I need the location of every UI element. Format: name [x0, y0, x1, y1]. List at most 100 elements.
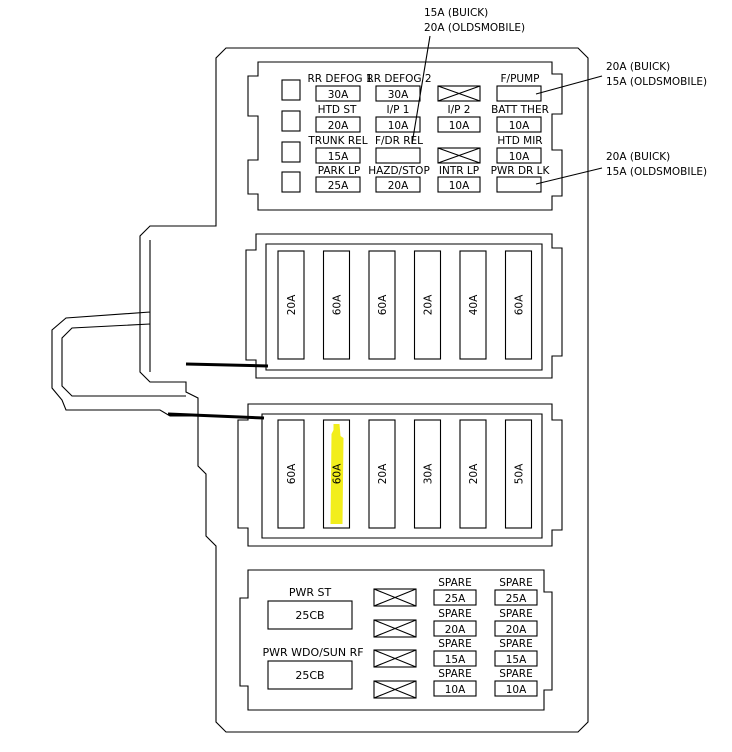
upper-fuse-panel: RR DEFOG 1 30A RR DEFOG 2 30A F/PUMP HTD… — [247, 61, 563, 211]
maxi-row-1-fuse-label-5: 40A — [468, 294, 480, 315]
fuse-box-ip-1 — [375, 116, 421, 133]
maxi-row-1-fuse-3 — [368, 250, 396, 360]
spare-label-c2-3: SPARE — [499, 638, 532, 650]
maxi-row-2-fuse-5 — [459, 419, 487, 529]
spare-box-c2-1 — [494, 589, 538, 606]
fuse-box-ip-2 — [437, 116, 481, 133]
spare-label-c2-1: SPARE — [499, 577, 532, 589]
relay-square-3 — [281, 141, 301, 163]
callout-pwrdr-buick: 20A (BUICK) — [606, 151, 670, 163]
spare-value-c2-1: 25A — [506, 593, 527, 605]
fuse-box-trunk-rel — [315, 147, 361, 164]
fuse-value-batt-ther: 10A — [509, 120, 530, 132]
maxi-row-1-fuse-label-3: 60A — [377, 294, 389, 315]
spare-empty-x-3-cross — [373, 649, 417, 668]
spare-label-c1-1: SPARE — [438, 577, 471, 589]
breaker-value-pwr-st: 25CB — [295, 609, 324, 622]
maxi-row-2-fuse-1 — [277, 419, 305, 529]
fuse-value-intr-lp: 10A — [449, 180, 470, 192]
maxi-row-1-fuse-1 — [277, 250, 305, 360]
fuse-value-ip-2: 10A — [449, 120, 470, 132]
fuse-value-park-lp: 25A — [328, 180, 349, 192]
fuse-label-pwr-dr-lk: PWR DR LK — [491, 165, 551, 177]
maxi-row-2-fuse-4 — [413, 419, 442, 529]
maxi-row-2-fuse-6 — [504, 419, 533, 529]
spare-box-c2-2 — [494, 620, 538, 637]
maxi-block-1-outline — [245, 233, 563, 379]
fuse-box-park-lp — [315, 176, 361, 193]
fuse-box-f-dr-rel — [375, 147, 421, 164]
spare-value-c2-4: 10A — [506, 684, 527, 696]
fuse-label-f-pump: F/PUMP — [501, 73, 540, 85]
callouts: 15A (BUICK) 20A (OLDSMOBILE) 20A (BUICK)… — [411, 7, 707, 185]
fuse-value-trunk-rel: 15A — [328, 151, 349, 163]
maxi-row-2-fuse-label-4: 30A — [423, 463, 435, 484]
spare-value-c2-3: 15A — [506, 654, 527, 666]
spare-value-c1-2: 20A — [445, 624, 466, 636]
housing-outline — [139, 47, 589, 733]
spare-label-c1-3: SPARE — [438, 638, 471, 650]
maxi-block-2-inner — [261, 413, 543, 539]
maxi-row-2-fuse-3 — [368, 419, 396, 529]
connector-outline — [51, 240, 198, 417]
fuse-box-htd-mir — [496, 147, 542, 164]
empty-slot-x-1-cross — [437, 85, 481, 102]
fuse-label-htd-mir: HTD MIR — [497, 135, 542, 147]
maxi-row-2-fuse-label-3: 20A — [377, 463, 389, 484]
fuse-value-hazd-stop: 20A — [388, 180, 409, 192]
connector-inner-outline — [61, 323, 186, 397]
fuse-box-batt-ther — [496, 116, 542, 133]
fuse-label-rr-defog-2: RR DEFOG 2 — [366, 73, 431, 85]
spare-box-c1-2 — [433, 620, 477, 637]
maxi-row-1-fuse-4 — [413, 250, 442, 360]
highlight-marker — [330, 424, 344, 524]
relay-square-1 — [281, 79, 301, 101]
fuse-label-ip-2: I/P 2 — [448, 104, 471, 116]
maxi-row-2-fuse-label-2: 60A — [332, 463, 344, 484]
breaker-label-pwr-st: PWR ST — [289, 586, 332, 599]
fuse-value-ip-1: 10A — [388, 120, 409, 132]
connector-bar-1 — [185, 362, 269, 368]
maxi-block-2-outline — [237, 403, 563, 547]
lower-panel-outline — [239, 569, 553, 711]
maxi-row-1-fuse-label-2: 60A — [332, 294, 344, 315]
fuse-value-rr-defog-1: 30A — [328, 89, 349, 101]
maxi-row-1-fuse-label-1: 20A — [286, 294, 298, 315]
callout-fpump-leader — [535, 75, 603, 95]
spare-box-c2-4 — [494, 680, 538, 697]
fuse-label-intr-lp: INTR LP — [439, 165, 479, 177]
spare-box-c1-1 — [433, 589, 477, 606]
spare-label-c1-4: SPARE — [438, 668, 471, 680]
maxi-row-1-fuse-2 — [322, 250, 351, 360]
fuse-label-f-dr-rel: F/DR REL — [375, 135, 423, 147]
callout-top-buick: 15A (BUICK) — [424, 7, 488, 19]
callout-fpump-buick: 20A (BUICK) — [606, 61, 670, 73]
breaker-box-pwr-wdo — [267, 660, 353, 690]
maxi-row-1-fuse-label-6: 60A — [514, 294, 526, 315]
spare-empty-x-4-cross — [373, 680, 417, 699]
maxi-row-1-fuse-5 — [459, 250, 487, 360]
fuse-box-f-pump — [496, 85, 542, 102]
fuse-value-htd-mir: 10A — [509, 151, 530, 163]
maxi-block-1-inner — [265, 243, 543, 371]
breaker-box-pwr-st — [267, 600, 353, 630]
fuse-label-trunk-rel: TRUNK REL — [307, 135, 367, 147]
maxi-row-2-fuse-label-6: 50A — [514, 463, 526, 484]
fuse-label-batt-ther: BATT THER — [491, 104, 549, 116]
connector-bar-2 — [167, 412, 265, 420]
fuse-label-htd-st: HTD ST — [318, 104, 357, 116]
relay-square-2 — [281, 110, 301, 132]
lower-fuse-panel: PWR ST 25CB PWR WDO/SUN RF 25CB SPARE 25… — [239, 569, 553, 711]
maxi-row-1-fuse-6 — [504, 250, 533, 360]
fuse-box-htd-st — [315, 116, 361, 133]
spare-box-c1-4 — [433, 680, 477, 697]
spare-value-c1-1: 25A — [445, 593, 466, 605]
empty-slot-x-2-cross — [437, 147, 481, 164]
fuse-label-park-lp: PARK LP — [318, 165, 361, 177]
fuse-label-ip-1: I/P 1 — [387, 104, 410, 116]
breaker-label-pwr-wdo: PWR WDO/SUN RF — [262, 646, 363, 659]
callout-fpump-olds: 15A (OLDSMOBILE) — [606, 76, 707, 88]
spare-value-c1-4: 10A — [445, 684, 466, 696]
